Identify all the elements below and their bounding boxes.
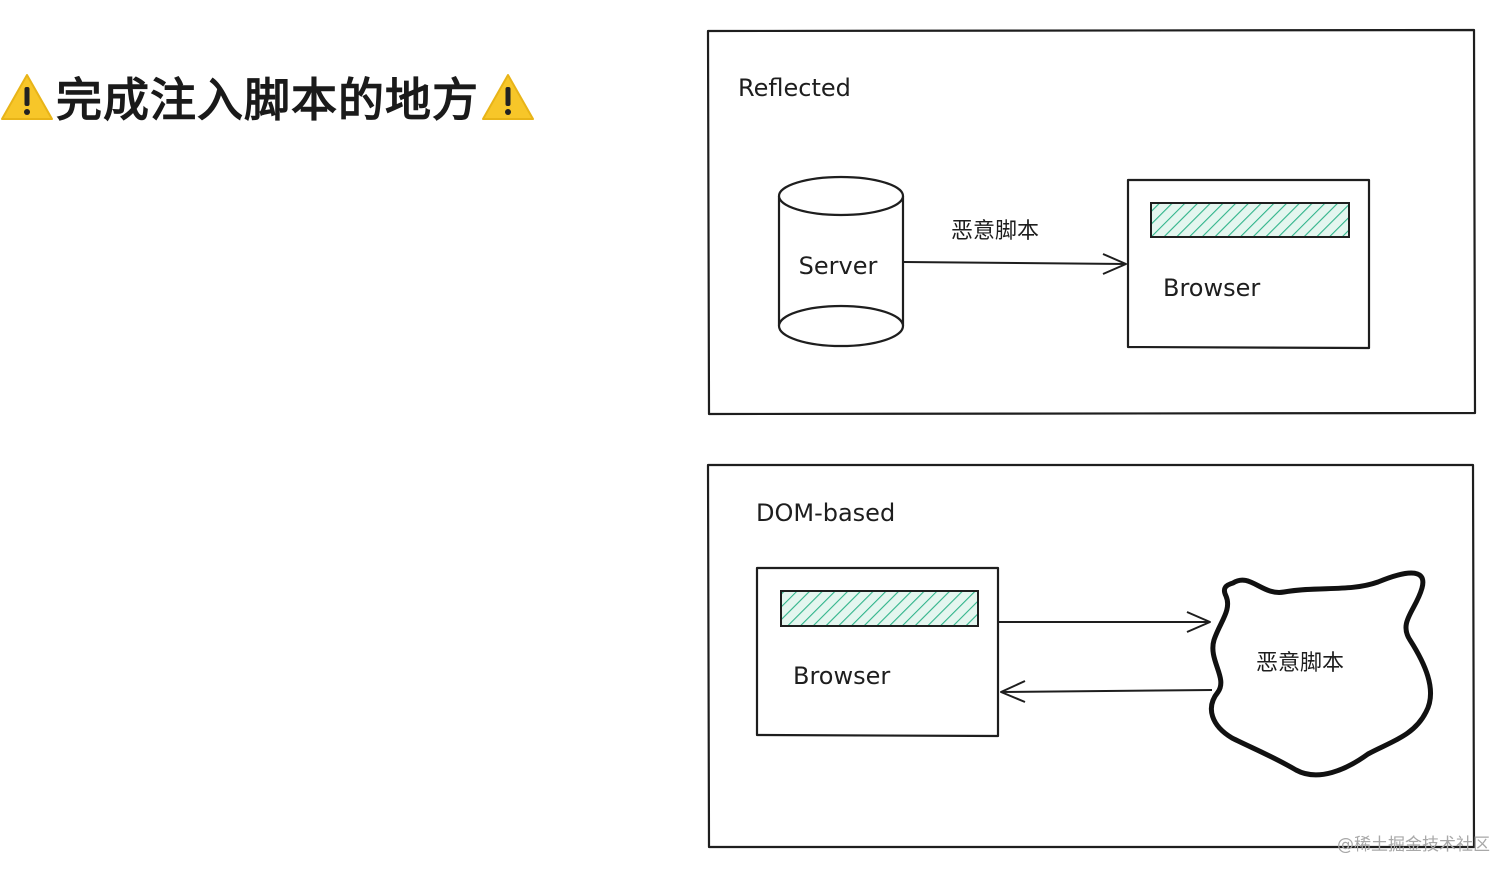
reflected-title: Reflected xyxy=(738,74,851,102)
arrow-right xyxy=(903,253,1127,275)
browser-label: Browser xyxy=(1163,274,1260,302)
address-bar xyxy=(1150,202,1350,238)
arrow-left xyxy=(1000,680,1213,703)
heading-title: 完成注入脚本的地方 xyxy=(56,73,479,127)
cloud-label: 恶意脚本 xyxy=(1256,651,1344,676)
dom-based-panel: DOM-based Browser 恶意脚本 xyxy=(706,463,1476,849)
warning-icon xyxy=(482,74,534,120)
page-heading: 完成注入脚本的地方 xyxy=(0,62,535,132)
reflected-panel: Reflected Server 恶意脚本 Browser xyxy=(706,28,1477,416)
dom-based-title: DOM-based xyxy=(756,499,895,527)
malicious-script-label: 恶意脚本 xyxy=(951,219,1039,244)
server-cylinder: Server xyxy=(777,175,905,348)
arrow-right xyxy=(999,611,1211,633)
watermark: @稀土掘金技术社区 xyxy=(1337,835,1490,855)
address-bar xyxy=(780,590,979,627)
warning-icon xyxy=(1,74,53,120)
browser-label: Browser xyxy=(793,662,890,690)
server-label: Server xyxy=(799,252,878,280)
browser-box: Browser xyxy=(755,566,1000,738)
malicious-script-cloud: 恶意脚本 xyxy=(1208,570,1433,778)
browser-box: Browser xyxy=(1126,178,1371,350)
